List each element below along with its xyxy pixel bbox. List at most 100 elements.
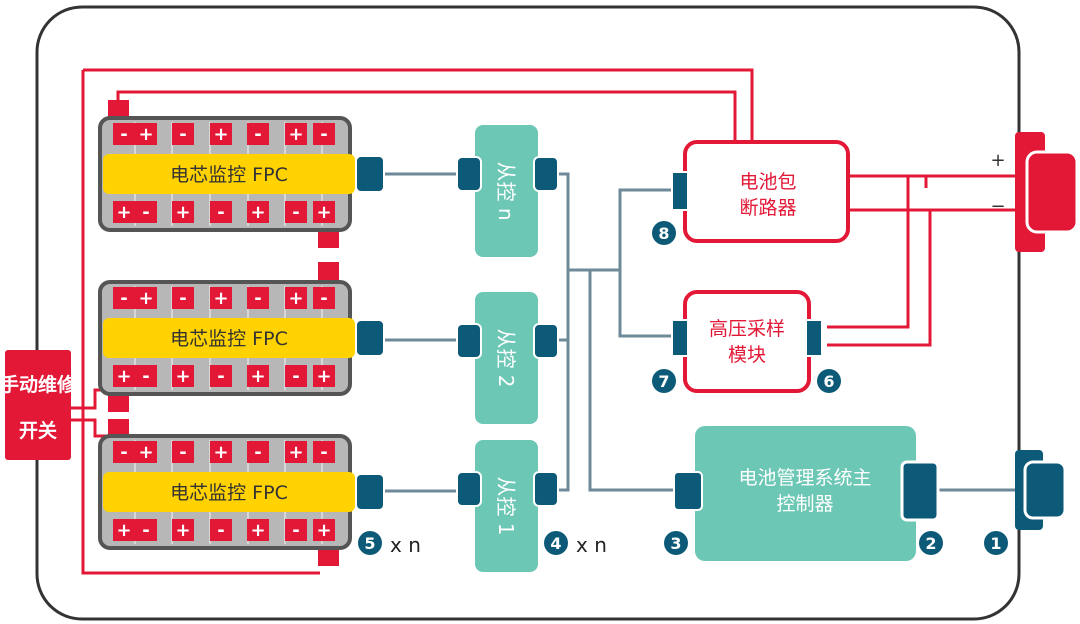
cell-module-3: -+-+-+-+-+-+-+电芯监控 FPC <box>98 434 385 550</box>
top_signs-sign: + <box>213 288 228 309</box>
breaker-connector <box>671 171 689 211</box>
bottom_signs-sign: + <box>116 366 131 387</box>
cell-module-2: -+-+-+-+-+-+-+电芯监控 FPC <box>98 280 385 396</box>
slave-box <box>475 440 538 572</box>
badge-5: 5 <box>358 531 382 555</box>
msd-label-line2: 开关 <box>19 419 57 442</box>
bottom_signs-sign: - <box>217 366 224 387</box>
bottom_signs-sign: + <box>175 202 190 223</box>
badge-1: 1 <box>984 531 1008 555</box>
hv-sampling-module[interactable]: 高压采样 模块 <box>671 290 823 393</box>
lv-output-connector[interactable] <box>1015 450 1067 530</box>
top_signs-sign: - <box>320 288 327 309</box>
hv-module-label-line2: 模块 <box>728 344 766 366</box>
battery-breaker[interactable]: 电池包 断路器 <box>671 140 850 243</box>
badge-6: 6 <box>817 369 841 393</box>
bottom_signs-sign: - <box>292 520 299 541</box>
top_signs-chip <box>285 441 307 463</box>
manual-service-switch[interactable]: 手动维修 开关 <box>0 350 77 460</box>
bottom_signs-chip <box>113 201 135 223</box>
fpc-label: 电芯监控 FPC <box>170 164 288 186</box>
hv-connector-plug <box>1025 150 1079 234</box>
slave-controller-1[interactable]: 从控 n <box>456 125 559 257</box>
badge-7: 7 <box>652 369 676 393</box>
hv-wiring <box>52 68 1017 575</box>
hv-sense-negative <box>827 210 932 347</box>
fpc-multiplier: x n <box>390 533 421 557</box>
bottom_signs-chip <box>113 519 135 541</box>
hv-output-connector[interactable]: + − <box>990 132 1079 252</box>
badge-circle <box>984 531 1008 555</box>
cell-module-1: -+-+-+-+-+-+-+电芯监控 FPC <box>98 116 385 232</box>
badge-circle <box>817 369 841 393</box>
hv-sense-positive <box>827 176 910 329</box>
msd-box <box>5 350 71 460</box>
breaker-label-line1: 电池包 <box>739 171 796 193</box>
bms-master-controller[interactable]: 电池管理系统主 控制器 <box>673 426 940 561</box>
wire-to-breaker <box>568 188 678 272</box>
top_signs-sign: - <box>120 288 127 309</box>
bottom_signs-chip <box>172 201 194 223</box>
fpc-connector <box>355 155 385 193</box>
badge-number: 2 <box>925 534 936 553</box>
bottom_signs-chip <box>313 519 335 541</box>
top_signs-chip <box>135 441 157 463</box>
slave-controller-2[interactable]: 从控 2 <box>456 292 559 424</box>
hv-wire-module-n <box>116 90 737 142</box>
bottom_signs-chip <box>172 365 194 387</box>
bottom_signs-chip <box>247 365 269 387</box>
top_signs-chip <box>313 441 335 463</box>
fpc-label: 电芯监控 FPC <box>170 482 288 504</box>
top_signs-chip <box>313 123 335 145</box>
bottom_signs-chip <box>172 519 194 541</box>
badge-circle <box>358 531 382 555</box>
bottom_signs-sign: - <box>292 366 299 387</box>
bottom_signs-sign: + <box>116 202 131 223</box>
slave-label: 从控 1 <box>494 476 518 535</box>
bottom_signs-chip <box>135 519 157 541</box>
slave-label: 从控 n <box>494 161 518 220</box>
breaker-label-line2: 断路器 <box>739 197 796 219</box>
top_signs-chip <box>210 287 232 309</box>
top_signs-sign: - <box>120 442 127 463</box>
top_signs-chip <box>285 287 307 309</box>
bottom_signs-chip <box>313 201 335 223</box>
top_signs-chip <box>113 287 135 309</box>
fpc-label: 电芯监控 FPC <box>170 328 288 350</box>
slave-connector-right <box>533 471 559 507</box>
top_signs-sign: - <box>179 442 186 463</box>
hv-module-connector-left <box>671 319 689 357</box>
top_signs-chip <box>210 441 232 463</box>
hv-module-connector-right <box>805 319 823 357</box>
badge-circle <box>652 369 676 393</box>
fpc-bar <box>103 154 355 194</box>
top_signs-sign: - <box>320 442 327 463</box>
bottom_signs-sign: + <box>116 520 131 541</box>
hv-wire-main-top <box>83 68 754 142</box>
top_signs-sign: + <box>213 442 228 463</box>
hv-module-label-line1: 高压采样 <box>709 318 785 340</box>
bottom_signs-chip <box>247 201 269 223</box>
badge-number: 6 <box>823 372 834 391</box>
top_signs-chip <box>247 441 269 463</box>
top_signs-sign: - <box>179 288 186 309</box>
fpc-bar <box>103 472 355 512</box>
bottom_signs-chip <box>135 365 157 387</box>
wire-to-bms <box>588 270 676 492</box>
slave-connector-left <box>456 156 482 192</box>
lv-wiring <box>380 172 1017 493</box>
bottom_signs-chip <box>210 519 232 541</box>
hv-wire-left-return <box>81 70 320 575</box>
top_signs-sign: + <box>138 288 153 309</box>
top_signs-sign: + <box>288 288 303 309</box>
top_signs-chip <box>172 287 194 309</box>
badge-number: 1 <box>990 534 1001 553</box>
bms-connector-right <box>900 460 940 522</box>
wire-daisy-chain <box>555 172 570 492</box>
badge-number: 7 <box>658 372 669 391</box>
slave-controller-3[interactable]: 从控 1 <box>456 440 559 572</box>
bottom_signs-sign: + <box>250 202 265 223</box>
bottom_signs-chip <box>135 201 157 223</box>
bottom_signs-sign: + <box>316 366 331 387</box>
